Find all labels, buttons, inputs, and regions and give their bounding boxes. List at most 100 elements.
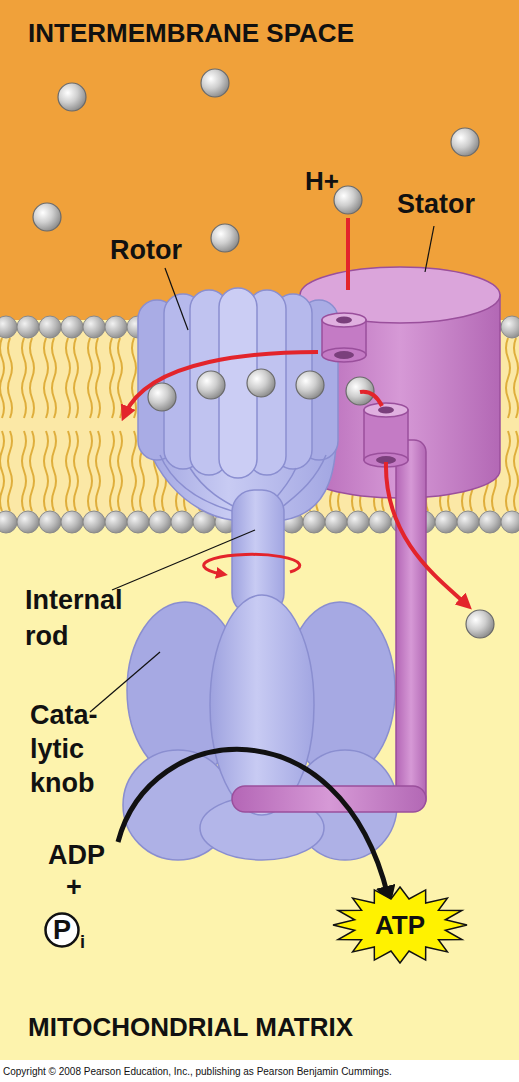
hydrogen-ion xyxy=(451,128,479,156)
hydrogen-ion xyxy=(148,383,176,411)
lipid-tails xyxy=(118,431,122,511)
lipid-tails xyxy=(30,431,34,511)
proton-flow-arrow xyxy=(125,352,318,414)
lipid-heads xyxy=(347,511,369,533)
hydrogen-ion xyxy=(247,369,275,397)
phosphate-circle-text: i xyxy=(80,932,85,953)
stator-arm xyxy=(396,440,426,810)
part-label: Rotor xyxy=(110,235,182,266)
hydrogen-ion xyxy=(201,69,229,97)
lipid-heads xyxy=(105,511,127,533)
hydrogen-ion xyxy=(211,224,239,252)
proton-channel xyxy=(334,351,354,359)
stator-arm xyxy=(232,440,426,812)
lipid-heads xyxy=(39,316,61,338)
lipid-heads xyxy=(17,316,39,338)
lipid-heads xyxy=(149,511,171,533)
ion-label: H+ xyxy=(305,166,339,197)
lipid-tails xyxy=(66,431,70,511)
lipid-tails xyxy=(8,338,12,418)
lipid-tails xyxy=(110,338,114,418)
lipid-tails xyxy=(88,338,92,418)
lipid-tails xyxy=(52,431,56,511)
lipid-tails xyxy=(514,338,518,418)
lipid-heads xyxy=(479,511,501,533)
leader-line xyxy=(112,530,255,590)
lipid-tails xyxy=(118,338,122,418)
proton-flow-arrow xyxy=(360,392,382,406)
hydrogen-ion xyxy=(197,371,225,399)
hydrogen-ion xyxy=(466,610,494,638)
lipid-tails xyxy=(52,338,56,418)
lipid-heads xyxy=(83,511,105,533)
lipid-tails xyxy=(506,431,510,511)
operator-sign: + xyxy=(66,872,82,903)
lipid-heads xyxy=(501,316,519,338)
proton-flow-arrow xyxy=(125,218,466,604)
proton-flow-arrow xyxy=(386,462,466,604)
atp-starburst: ATP xyxy=(332,886,468,964)
lipid-tails xyxy=(506,338,510,418)
lipid-tails xyxy=(96,338,100,418)
atp-starburst-text: ATP xyxy=(332,886,468,964)
lipid-tails xyxy=(88,431,92,511)
copyright-note: Copyright © 2008 Pearson Education, Inc.… xyxy=(3,1066,392,1077)
phosphate-circle: Pi xyxy=(44,912,80,948)
lipid-tails xyxy=(44,338,48,418)
lipid-tails xyxy=(30,338,34,418)
hydrogen-ion xyxy=(58,83,86,111)
lipid-heads xyxy=(39,511,61,533)
proton-channel xyxy=(364,403,408,417)
region-band-text: MITOCHONDRIAL MATRIX xyxy=(28,1012,353,1043)
hydrogen-ion xyxy=(296,371,324,399)
hydrogen-ion xyxy=(33,69,494,638)
lipid-heads xyxy=(61,511,83,533)
leader-line xyxy=(90,226,434,712)
lipid-tails xyxy=(132,431,136,511)
lipid-tails xyxy=(110,431,114,511)
lipid-heads xyxy=(0,511,17,533)
rotor xyxy=(138,288,338,520)
catalytic-knob xyxy=(210,595,314,815)
phosphate-circle-text: P xyxy=(44,912,80,948)
part-label: Internal rod xyxy=(25,582,155,654)
lipid-heads xyxy=(303,511,325,533)
lipid-heads xyxy=(105,316,127,338)
proton-channel xyxy=(322,313,408,467)
lipid-tails xyxy=(0,431,4,511)
lipid-tails xyxy=(22,338,26,418)
lipid-tails xyxy=(132,338,136,418)
lipid-heads xyxy=(17,511,39,533)
lipid-heads xyxy=(435,511,457,533)
lipid-heads xyxy=(127,511,149,533)
lipid-heads xyxy=(369,511,391,533)
lipid-heads xyxy=(325,511,347,533)
lipid-heads xyxy=(83,316,105,338)
lipid-tails xyxy=(514,431,518,511)
proton-flow-arrow xyxy=(204,554,300,574)
reaction-arrow xyxy=(118,749,388,896)
proton-channel xyxy=(322,313,366,327)
lipid-heads xyxy=(61,316,83,338)
lipid-tails xyxy=(44,431,48,511)
lipid-heads xyxy=(457,511,479,533)
proton-channel xyxy=(378,407,394,414)
leader-line xyxy=(425,226,434,272)
hydrogen-ion xyxy=(33,203,61,231)
part-label: Stator xyxy=(397,189,475,220)
lipid-tails xyxy=(74,338,78,418)
lipid-tails xyxy=(8,431,12,511)
region-band-text: INTERMEMBRANE SPACE xyxy=(28,18,354,49)
lipid-tails xyxy=(66,338,70,418)
lipid-tails xyxy=(22,431,26,511)
lipid-heads xyxy=(0,316,17,338)
molecule-label: ADP xyxy=(48,840,105,871)
lipid-heads xyxy=(501,511,519,533)
lipid-tails xyxy=(96,431,100,511)
leader-line xyxy=(165,268,188,330)
proton-channel xyxy=(322,348,366,362)
leader-line xyxy=(90,652,160,712)
lipid-tails xyxy=(0,338,4,418)
